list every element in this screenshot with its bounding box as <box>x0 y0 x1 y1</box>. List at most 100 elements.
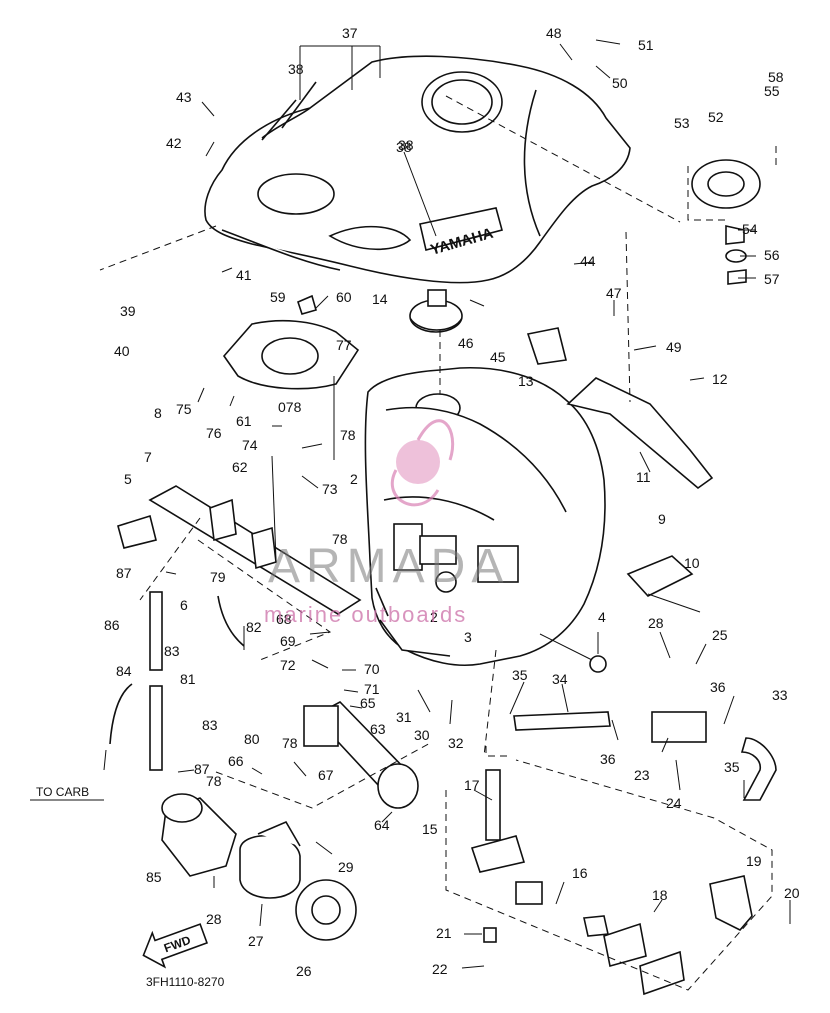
callout-51: 81 <box>180 671 196 687</box>
callout-54: 69 <box>280 633 296 649</box>
callout-79: 36 <box>600 751 616 767</box>
fwd-arrow: FWD <box>142 923 209 969</box>
callout-2: 38 <box>398 137 414 153</box>
callout-61: 78 <box>282 735 298 751</box>
callout-4: 43 <box>176 89 192 105</box>
part-code-label: 3FH1110-8270 <box>146 975 225 989</box>
rear-bracket <box>526 327 714 490</box>
callout-6: 48 <box>546 25 562 41</box>
callout-83: 24 <box>666 795 682 811</box>
callout-18: 40 <box>114 343 130 359</box>
callout-42: 7 <box>144 449 152 465</box>
assembly-lines <box>99 95 777 991</box>
fuel-tank: YAMAHA <box>204 55 631 284</box>
callout-80: 36 <box>710 679 726 695</box>
callout-36: 78 <box>340 427 356 443</box>
callout-24: 44 <box>580 253 596 269</box>
callout-39: 73 <box>322 481 338 497</box>
fuel-hoses <box>109 376 777 801</box>
callout-25: 47 <box>606 285 622 301</box>
callout-87: 16 <box>572 865 588 881</box>
callout-8: 50 <box>612 75 628 91</box>
callout-73: 9 <box>658 511 666 527</box>
callout-89: 18 <box>652 887 668 903</box>
callout-49: 83 <box>164 643 180 659</box>
callout-34: 078 <box>278 399 302 415</box>
callout-23: 45 <box>490 349 506 365</box>
callout-72: 4 <box>598 609 606 625</box>
callout-27: 49 <box>666 339 682 355</box>
callout-32: 8 <box>154 405 162 421</box>
callout-15: 57 <box>764 271 780 287</box>
fuel-cap <box>409 289 463 333</box>
callout-85: 17 <box>464 777 480 793</box>
callout-92: 22 <box>432 961 448 977</box>
filter-clamp <box>239 820 301 899</box>
callout-41: 78 <box>332 531 348 547</box>
callout-94: 28 <box>206 911 222 927</box>
watermark-main: ARMADA <box>268 540 509 593</box>
callout-91: 21 <box>436 925 452 941</box>
callout-52: 83 <box>202 717 218 733</box>
callout-86: 15 <box>422 821 438 837</box>
callout-40: 2 <box>350 471 358 487</box>
callout-63: 66 <box>228 753 244 769</box>
callout-leaders <box>30 39 791 969</box>
callout-69: 32 <box>448 735 464 751</box>
callout-93: 85 <box>146 869 162 885</box>
callout-84: 35 <box>724 759 740 775</box>
tank-cap-base <box>691 159 761 285</box>
callout-28: 12 <box>712 371 728 387</box>
callout-10: 52 <box>708 109 724 125</box>
callout-96: 26 <box>296 963 312 979</box>
fuel-filter <box>161 793 237 877</box>
callout-67: 31 <box>396 709 412 725</box>
callout-47: 82 <box>246 619 262 635</box>
callout-20: 60 <box>336 289 352 305</box>
callout-31: 76 <box>206 425 222 441</box>
callout-68: 30 <box>414 727 430 743</box>
fuel-pump <box>303 701 419 809</box>
watermark-sub: marine outboards <box>264 602 467 627</box>
footrest <box>539 555 701 673</box>
callout-97: 29 <box>338 859 354 875</box>
callout-65: 87 <box>194 761 210 777</box>
callout-48: 86 <box>104 617 120 633</box>
callout-78: 34 <box>552 671 568 687</box>
callout-26: 13 <box>518 373 534 389</box>
callout-38: 62 <box>232 459 248 475</box>
callout-45: 6 <box>180 597 188 613</box>
callout-81: 33 <box>772 687 788 703</box>
callout-5: 42 <box>166 135 182 151</box>
callout-3: 38 <box>396 139 412 155</box>
callout-0: 37 <box>342 25 358 41</box>
callout-35: 77 <box>336 337 352 353</box>
callout-82: 23 <box>634 767 650 783</box>
callout-74: 10 <box>684 555 700 571</box>
callout-50: 84 <box>116 663 132 679</box>
callout-66: 64 <box>374 817 390 833</box>
callout-88: 19 <box>746 853 762 869</box>
filler-gasket <box>222 294 360 390</box>
callout-30: 75 <box>176 401 192 417</box>
callout-59: 63 <box>370 721 386 737</box>
callout-53: 68 <box>276 611 292 627</box>
callout-76: 25 <box>712 627 728 643</box>
fuel-cock <box>470 769 753 996</box>
callout-95: 27 <box>248 933 264 949</box>
callout-17: 39 <box>120 303 136 319</box>
callout-62: 78 <box>206 773 222 789</box>
to-carb-label: TO CARB <box>36 785 89 799</box>
callout-58: 65 <box>360 695 376 711</box>
callout-29: 11 <box>636 469 651 485</box>
callout-9: 53 <box>674 115 690 131</box>
watermark: ARMADA marine outboards <box>264 419 509 627</box>
callout-43: 5 <box>124 471 132 487</box>
callout-64: 67 <box>318 767 334 783</box>
callout-12: 58 <box>768 69 784 85</box>
callout-57: 71 <box>364 681 380 697</box>
callout-77: 35 <box>512 667 528 683</box>
callout-37: 74 <box>242 437 258 453</box>
